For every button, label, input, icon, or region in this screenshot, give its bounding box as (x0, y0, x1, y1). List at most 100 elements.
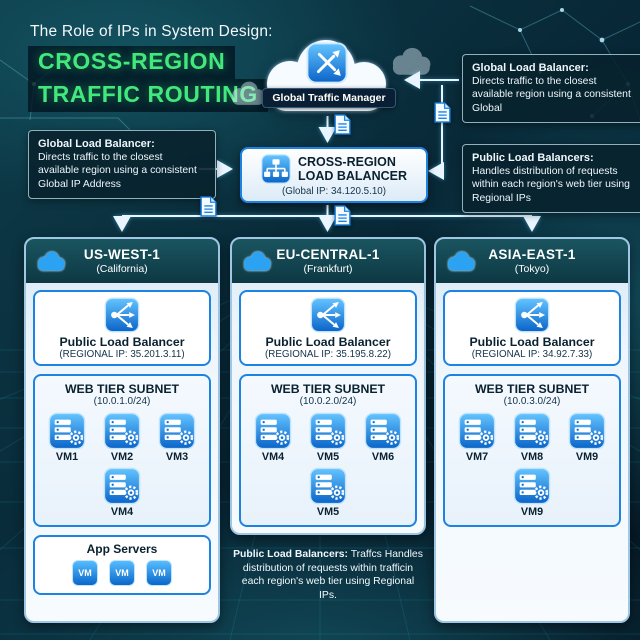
vm-node: VM1 (41, 412, 93, 463)
public-load-balancer-box: Public Load Balancer (REGIONAL IP: 34.92… (443, 290, 621, 366)
public-load-balancer-box: Public Load Balancer (REGIONAL IP: 35.19… (239, 290, 417, 366)
vm-node: VM5 (302, 467, 354, 518)
vm-node: VM3 (151, 412, 203, 463)
plb-regional-ip: (REGIONAL IP: 35.195.8.22) (265, 349, 391, 360)
callout-global-lb-top-right: Global Load Balancer: Directs traffic to… (462, 54, 640, 123)
document-icon (434, 102, 451, 123)
region-panel-asia-east-1: ASIA-EAST-1 (Tokyo) Public Load Balancer… (434, 237, 630, 623)
subnet-title: WEB TIER SUBNET (474, 382, 590, 396)
document-icon (334, 114, 351, 135)
vm-icon (513, 412, 551, 450)
vm-label: VM4 (110, 506, 134, 518)
page-title-line2: TRAFFIC ROUTING (28, 79, 268, 112)
vm-label: VM7 (465, 451, 489, 463)
subnet-cidr: (10.0.3.0/24) (503, 396, 561, 407)
vm-icon (158, 412, 196, 450)
vm-node: VM9 (561, 412, 613, 463)
vm-label: VM9 (575, 451, 599, 463)
load-balancer-icon (310, 297, 346, 333)
crlb-global-ip: (Global IP: 34.120.5.10) (281, 186, 387, 197)
app-vm-icon: VM (72, 560, 98, 586)
decorative-cloud-icon (392, 47, 431, 75)
vm-icon (458, 412, 496, 450)
crlb-title-line1: CROSS-REGION (297, 155, 396, 169)
vm-node: VM7 (451, 412, 503, 463)
web-tier-subnet-box: WEB TIER SUBNET (10.0.3.0/24) VM7 VM8 VM… (443, 374, 621, 527)
global-traffic-manager-label: Global Traffic Manager (262, 88, 396, 108)
plb-title: Public Load Balancer (59, 335, 185, 349)
app-servers-title: App Servers (86, 542, 158, 556)
vm-icon (48, 412, 86, 450)
plb-regional-ip: (REGIONAL IP: 35.201.3.11) (59, 349, 185, 360)
subnet-cidr: (10.0.2.0/24) (299, 396, 357, 407)
decorative-cloud-icon (232, 81, 265, 105)
cloud-icon (445, 250, 477, 272)
vm-icon (254, 412, 292, 450)
subnet-cidr: (10.0.1.0/24) (93, 396, 151, 407)
vm-node: VM4 (247, 412, 299, 463)
vm-node: VM5 (302, 412, 354, 463)
callout-body: Directs traffic to the closest available… (472, 76, 631, 114)
vm-node: VM4 (96, 467, 148, 518)
callout-body: Directs traffic to the closest available… (38, 152, 197, 190)
web-tier-subnet-box: WEB TIER SUBNET (10.0.2.0/24) VM4 VM5 VM… (239, 374, 417, 527)
vm-icon (568, 412, 606, 450)
vm-icon (309, 412, 347, 450)
callout-title: Global Load Balancer: (38, 138, 155, 150)
vm-label: VM9 (520, 506, 544, 518)
region-location: (California) (96, 263, 148, 275)
vm-label: VM3 (165, 451, 189, 463)
vm-node: VM8 (506, 412, 558, 463)
region-header: EU-CENTRAL-1 (Frankfurt) (232, 239, 424, 283)
public-load-balancer-box: Public Load Balancer (REGIONAL IP: 35.20… (33, 290, 211, 366)
traffic-exchange-icon (306, 42, 348, 84)
region-panel-us-west-1: US-WEST-1 (California) Public Load Balan… (24, 237, 220, 623)
page-kicker: The Role of IPs in System Design: (30, 23, 273, 40)
vm-label: VM4 (261, 451, 285, 463)
callout-body: Handles distribution of requests within … (472, 166, 630, 204)
vm-node: VM2 (96, 412, 148, 463)
vm-icon (364, 412, 402, 450)
crlb-title: CROSS-REGION LOAD BALANCER (298, 155, 407, 183)
vm-label: VM5 (316, 506, 340, 518)
region-panel-eu-central-1: EU-CENTRAL-1 (Frankfurt) Public Load Bal… (230, 237, 426, 535)
region-location: (Tokyo) (514, 263, 550, 275)
region-location: (Frankfurt) (303, 263, 353, 275)
vm-icon (513, 467, 551, 505)
subnet-title: WEB TIER SUBNET (270, 382, 386, 396)
callout-title: Global Load Balancer: (472, 62, 589, 74)
plb-title: Public Load Balancer (265, 335, 391, 349)
vm-label: VM5 (316, 451, 340, 463)
region-name: US-WEST-1 (83, 247, 161, 262)
app-servers-box: App Servers VM VM VM (33, 535, 211, 595)
note-title: Public Load Balancers: (233, 549, 348, 560)
region-name: ASIA-EAST-1 (488, 247, 576, 262)
vm-label: VM8 (520, 451, 544, 463)
note-body: Traffcs Handles distribution of requests… (241, 549, 423, 602)
app-vm-icon: VM (146, 560, 172, 586)
load-balancer-icon (104, 297, 140, 333)
web-tier-subnet-box: WEB TIER SUBNET (10.0.1.0/24) VM1 VM2 VM… (33, 374, 211, 527)
document-icon (334, 205, 351, 226)
callout-global-lb-left: Global Load Balancer: Directs traffic to… (28, 130, 216, 199)
page-title-line1: CROSS-REGION (28, 46, 236, 79)
vm-icon (309, 467, 347, 505)
vm-node: VM6 (357, 412, 409, 463)
document-icon (200, 196, 217, 217)
crlb-title-line2: LOAD BALANCER (297, 169, 408, 183)
region-header: ASIA-EAST-1 (Tokyo) (436, 239, 628, 283)
subnet-title: WEB TIER SUBNET (64, 382, 180, 396)
vm-icon (103, 412, 141, 450)
app-vm-icon: VM (109, 560, 135, 586)
vm-node: VM9 (506, 467, 558, 518)
plb-title: Public Load Balancer (469, 335, 595, 349)
callout-title: Public Load Balancers: (472, 152, 594, 164)
vm-label: VM6 (371, 451, 395, 463)
callout-public-lb-right: Public Load Balancers: Handles distribut… (462, 144, 640, 213)
plb-regional-ip: (REGIONAL IP: 34.92.7.33) (471, 349, 593, 360)
public-lb-note: Public Load Balancers: Traffcs Handles d… (232, 548, 424, 603)
hierarchy-icon (261, 154, 291, 184)
cross-region-load-balancer-box: CROSS-REGION LOAD BALANCER (Global IP: 3… (240, 147, 428, 203)
region-name: EU-CENTRAL-1 (276, 247, 380, 262)
